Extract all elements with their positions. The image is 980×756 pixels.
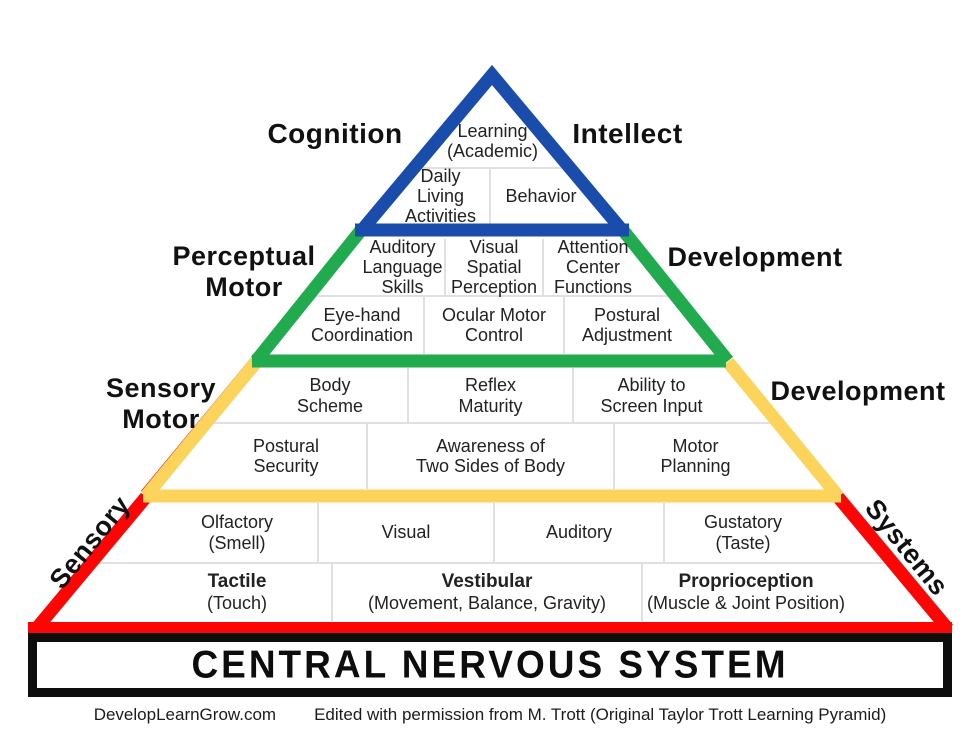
red-edge-left [31, 492, 151, 634]
cell-daily-living-activities: Daily Living Activities [404, 165, 476, 227]
green-edge-left [250, 224, 368, 366]
footer-credits: DevelopLearnGrow.com Edited with permiss… [0, 705, 980, 725]
cell-auditory-language-skills: Auditory Language Skills [362, 236, 443, 298]
pyramid-edges [28, 64, 953, 636]
green-edge-right [616, 224, 734, 366]
cell-attention-center-functions: Attention Center Functions [553, 236, 633, 298]
cell-auditory: Auditory [545, 522, 613, 543]
cell-proprioception: Proprioception (Muscle & Joint Position) [642, 564, 850, 620]
cell-visual: Visual [381, 522, 431, 543]
cell-behavior: Behavior [505, 185, 577, 206]
cns-title: CENTRAL NERVOUS SYSTEM [191, 642, 789, 686]
cell-reflex-maturity: Reflex Maturity [458, 375, 523, 416]
label-intellect: Intellect [572, 117, 683, 149]
label-cognition: Cognition [267, 117, 403, 149]
tactile-sub: (Touch) [206, 592, 268, 613]
vestibular-sub: (Movement, Balance, Gravity) [367, 592, 607, 613]
cell-gustatory-taste: Gustatory (Taste) [703, 512, 783, 553]
footer-site: DevelopLearnGrow.com [93, 705, 277, 724]
tactile-title: Tactile [207, 571, 267, 593]
cell-learning-academic: Learning (Academic) [446, 120, 539, 161]
label-perceptual-motor: Perceptual Motor [172, 240, 316, 302]
cell-awareness-two-sides: Awareness of Two Sides of Body [415, 435, 566, 476]
label-sensory-motor: Sensory Motor [105, 372, 217, 434]
cell-visual-spatial-perception: Visual Spatial Perception [450, 236, 538, 298]
blue-apex-edges [357, 64, 627, 235]
red-edge-right [833, 492, 953, 634]
cell-ability-to-screen-input: Ability to Screen Input [600, 375, 703, 416]
cell-postural-adjustment: Postural Adjustment [581, 304, 673, 345]
central-nervous-system-banner: CENTRAL NERVOUS SYSTEM [28, 633, 952, 697]
proprioception-sub: (Muscle & Joint Position) [646, 592, 846, 613]
cell-eye-hand-coordination: Eye-hand Coordination [310, 304, 414, 345]
label-development-sensory: Development [770, 376, 946, 407]
cell-olfactory-smell: Olfactory (Smell) [200, 512, 274, 553]
vestibular-title: Vestibular [441, 571, 533, 593]
cell-tactile-touch: Tactile (Touch) [142, 564, 332, 620]
cell-body-scheme: Body Scheme [296, 375, 364, 416]
proprioception-title: Proprioception [678, 571, 814, 593]
yellow-edge-right [722, 357, 844, 501]
cell-grid-lines [90, 167, 894, 621]
yellow-edge-left [140, 357, 262, 501]
cell-motor-planning: Motor Planning [660, 435, 731, 476]
cell-ocular-motor-control: Ocular Motor Control [441, 304, 547, 345]
label-development-perceptual: Development [667, 242, 843, 273]
footer-credit: Edited with permission from M. Trott (Or… [314, 705, 887, 724]
cell-vestibular: Vestibular (Movement, Balance, Gravity) [332, 564, 642, 620]
cell-postural-security: Postural Security [252, 435, 320, 476]
